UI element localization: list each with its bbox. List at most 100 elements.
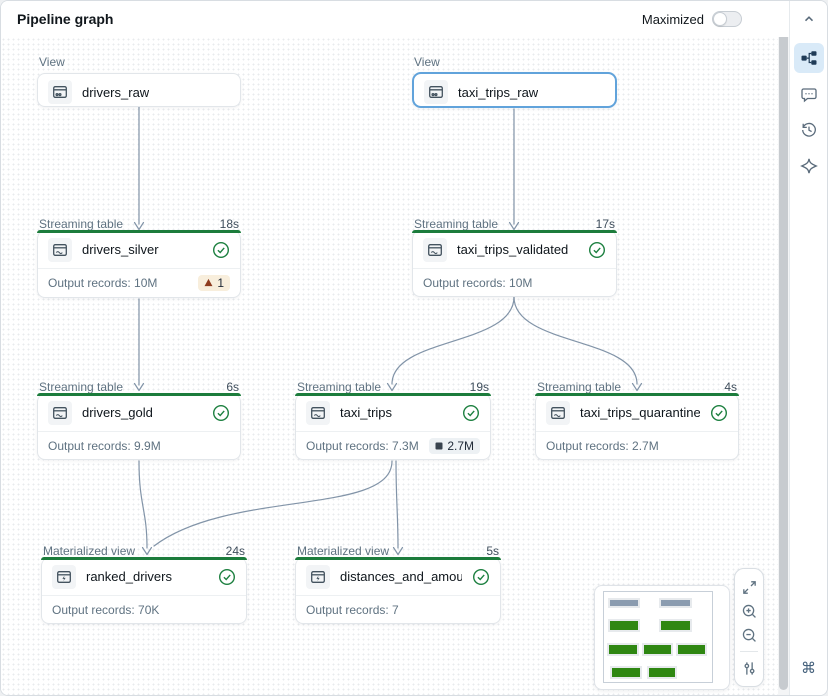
- command-icon: ⌘: [801, 660, 816, 677]
- node-ranked-drivers[interactable]: ranked_drivers Output records: 70K: [41, 557, 247, 624]
- streaming-table-icon: [48, 400, 72, 425]
- node-taxi-trips-raw[interactable]: taxi_trips_raw: [412, 72, 617, 108]
- collapse-panel-button[interactable]: [794, 7, 824, 31]
- minimap-node: [659, 598, 692, 608]
- scrollbar-thumb[interactable]: [779, 5, 788, 690]
- node-title: taxi_trips_validated: [457, 242, 569, 257]
- streaming-table-icon: [546, 400, 570, 425]
- output-records: Output records: 10M: [423, 275, 533, 290]
- output-records: Output records: 9.9M: [48, 438, 161, 453]
- node-taxi-trips[interactable]: taxi_trips Output records: 7.3M 2.7M: [295, 393, 491, 460]
- sidebar-item-pipeline-graph[interactable]: [793, 43, 824, 73]
- table-view-icon: [424, 80, 448, 104]
- zoom-in-button[interactable]: [738, 600, 760, 622]
- node-duration: 6s: [226, 380, 239, 394]
- node-meta-distances-and-amounts: Materialized view 5s: [297, 544, 499, 558]
- streaming-table-icon: [48, 237, 72, 262]
- node-title: ranked_drivers: [86, 569, 172, 584]
- node-type-label: Streaming table: [537, 380, 622, 394]
- node-taxi-trips-quarantine[interactable]: taxi_trips_quarantine Output records: 2.…: [535, 393, 739, 460]
- minimap-node: [608, 619, 640, 632]
- node-type-label: Streaming table: [414, 217, 499, 231]
- table-view-icon: [48, 80, 72, 104]
- node-type-label: Streaming table: [297, 380, 382, 394]
- output-records: Output records: 7.3M: [306, 438, 419, 453]
- node-title: taxi_trips_raw: [458, 84, 539, 100]
- node-duration: 24s: [225, 544, 245, 558]
- minimap-node: [647, 666, 677, 679]
- success-check-icon: [588, 241, 606, 259]
- node-meta-ranked-drivers: Materialized view 24s: [43, 544, 245, 558]
- node-title: drivers_silver: [82, 242, 159, 257]
- node-type-label: Materialized view: [43, 544, 136, 558]
- streaming-table-icon: [306, 400, 330, 425]
- node-title: distances_and_amounts_b...: [340, 569, 462, 584]
- success-check-icon: [472, 568, 490, 586]
- sidebar-item-comments[interactable]: [794, 80, 824, 110]
- output-records: Output records: 7: [306, 602, 399, 617]
- node-title: taxi_trips: [340, 405, 393, 420]
- minimap-node: [607, 643, 639, 656]
- expectations-warning-badge[interactable]: 1: [198, 274, 230, 291]
- right-sidebar: ⌘: [789, 1, 827, 695]
- minimap-node: [659, 619, 692, 632]
- node-taxi-trips-validated[interactable]: taxi_trips_validated Output records: 10M: [412, 230, 617, 297]
- dropped-records-badge[interactable]: 2.7M: [429, 437, 480, 454]
- panel-header: Pipeline graph Maximized: [1, 1, 790, 37]
- node-meta-taxi-trips-quarantine: Streaming table 4s: [537, 380, 737, 394]
- zoom-out-button[interactable]: [738, 624, 760, 646]
- materialized-view-icon: [52, 564, 76, 589]
- maximize-control: Maximized: [642, 11, 742, 27]
- success-check-icon: [212, 241, 230, 259]
- success-check-icon: [218, 568, 236, 586]
- graph-minimap[interactable]: [594, 585, 730, 690]
- toolbar-divider: [740, 651, 758, 652]
- node-drivers-raw[interactable]: drivers_raw: [37, 73, 241, 107]
- node-type-label: Materialized view: [297, 544, 390, 558]
- vertical-scrollbar: [778, 1, 789, 695]
- node-meta-taxi-trips: Streaming table 19s: [297, 380, 489, 394]
- comments-icon: [800, 88, 817, 103]
- node-drivers-gold[interactable]: drivers_gold Output records: 9.9M: [37, 393, 241, 460]
- pipeline-graph-icon: [801, 51, 816, 65]
- display-settings-button[interactable]: [738, 657, 760, 679]
- node-meta-drivers-raw: View: [39, 55, 241, 69]
- streaming-table-icon: [423, 237, 447, 262]
- node-drivers-silver[interactable]: drivers_silver Output records: 10M 1: [37, 230, 241, 298]
- toggle-knob: [713, 12, 727, 26]
- node-meta-taxi-trips-validated: Streaming table 17s: [414, 217, 615, 231]
- sidebar-item-history[interactable]: [794, 115, 824, 145]
- node-duration: 5s: [486, 544, 499, 558]
- node-distances-and-amounts[interactable]: distances_and_amounts_b... Output record…: [295, 557, 501, 624]
- assistant-sparkle-icon: [799, 158, 818, 174]
- canvas-toolbar: [734, 568, 764, 687]
- fit-to-screen-button[interactable]: [738, 576, 760, 598]
- sidebar-item-assistant[interactable]: [794, 151, 824, 181]
- square-icon: [435, 442, 443, 449]
- minimap-node: [610, 666, 642, 679]
- output-records: Output records: 10M: [48, 275, 158, 290]
- maximized-toggle[interactable]: [712, 11, 742, 27]
- minimap-node: [608, 598, 640, 608]
- node-duration: 19s: [469, 380, 489, 394]
- maximized-label: Maximized: [641, 11, 704, 27]
- node-duration: 17s: [595, 217, 615, 231]
- page-title: Pipeline graph: [17, 11, 114, 27]
- node-type-label: View: [39, 55, 65, 69]
- chevron-up-icon: [804, 16, 813, 22]
- keyboard-shortcuts-button[interactable]: ⌘: [794, 653, 824, 683]
- node-meta-drivers-gold: Streaming table 6s: [39, 380, 239, 394]
- node-title: taxi_trips_quarantine: [580, 405, 700, 420]
- node-type-label: Streaming table: [39, 380, 124, 394]
- materialized-view-icon: [306, 564, 330, 589]
- success-check-icon: [462, 404, 480, 422]
- node-title: drivers_gold: [82, 405, 153, 420]
- output-records: Output records: 2.7M: [546, 438, 659, 453]
- node-duration: 4s: [724, 380, 737, 394]
- warning-triangle-icon: [204, 278, 213, 287]
- success-check-icon: [710, 404, 728, 422]
- output-records: Output records: 70K: [52, 602, 160, 617]
- node-type-label: Streaming table: [39, 217, 124, 231]
- node-duration: 18s: [219, 217, 239, 231]
